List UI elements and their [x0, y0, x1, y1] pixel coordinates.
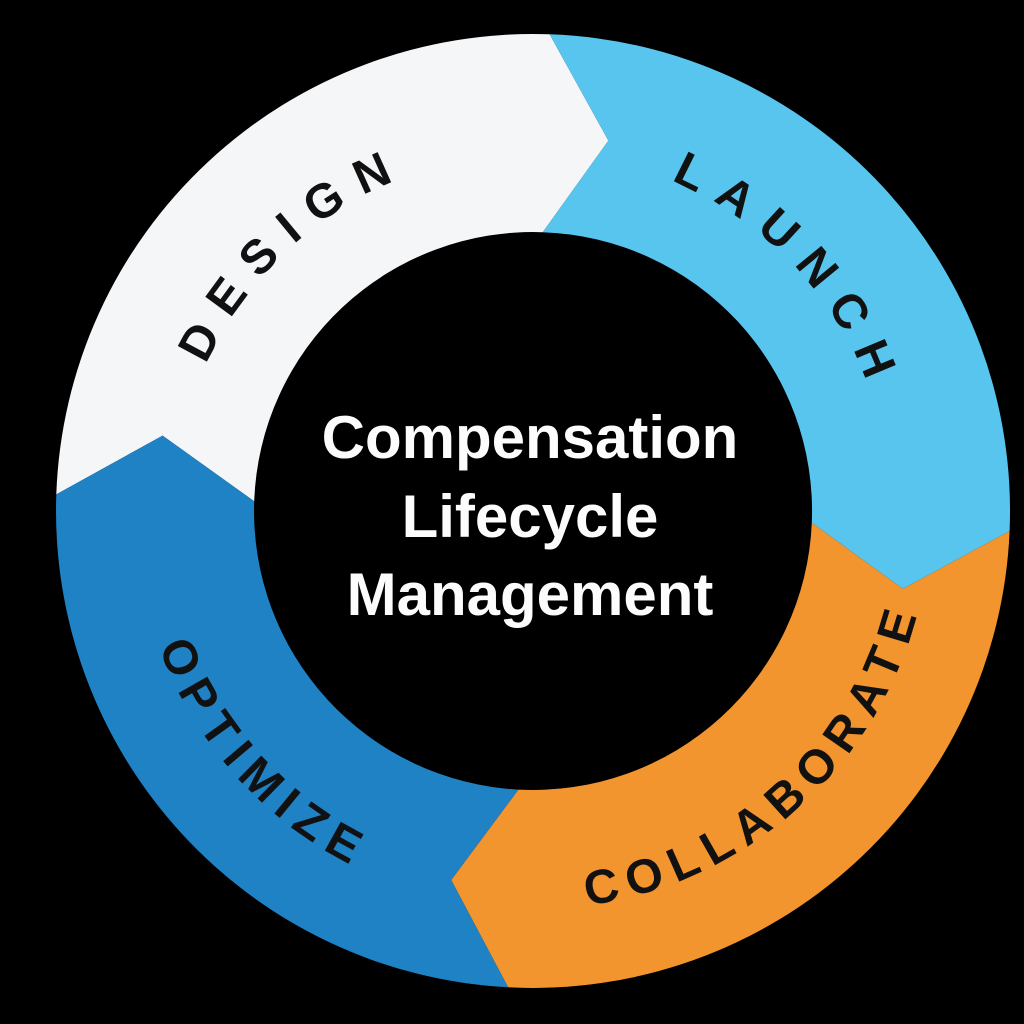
segment-launch-arrow	[542, 34, 1011, 589]
center-title-line-2: Lifecycle	[402, 483, 659, 550]
segment-design-arrow	[56, 34, 609, 502]
center-title-line-3: Management	[347, 561, 714, 628]
center-title-line-1: Compensation	[322, 404, 739, 471]
segment-optimize-arrow	[56, 435, 519, 988]
segment-collaborate-arrow	[451, 522, 1010, 988]
